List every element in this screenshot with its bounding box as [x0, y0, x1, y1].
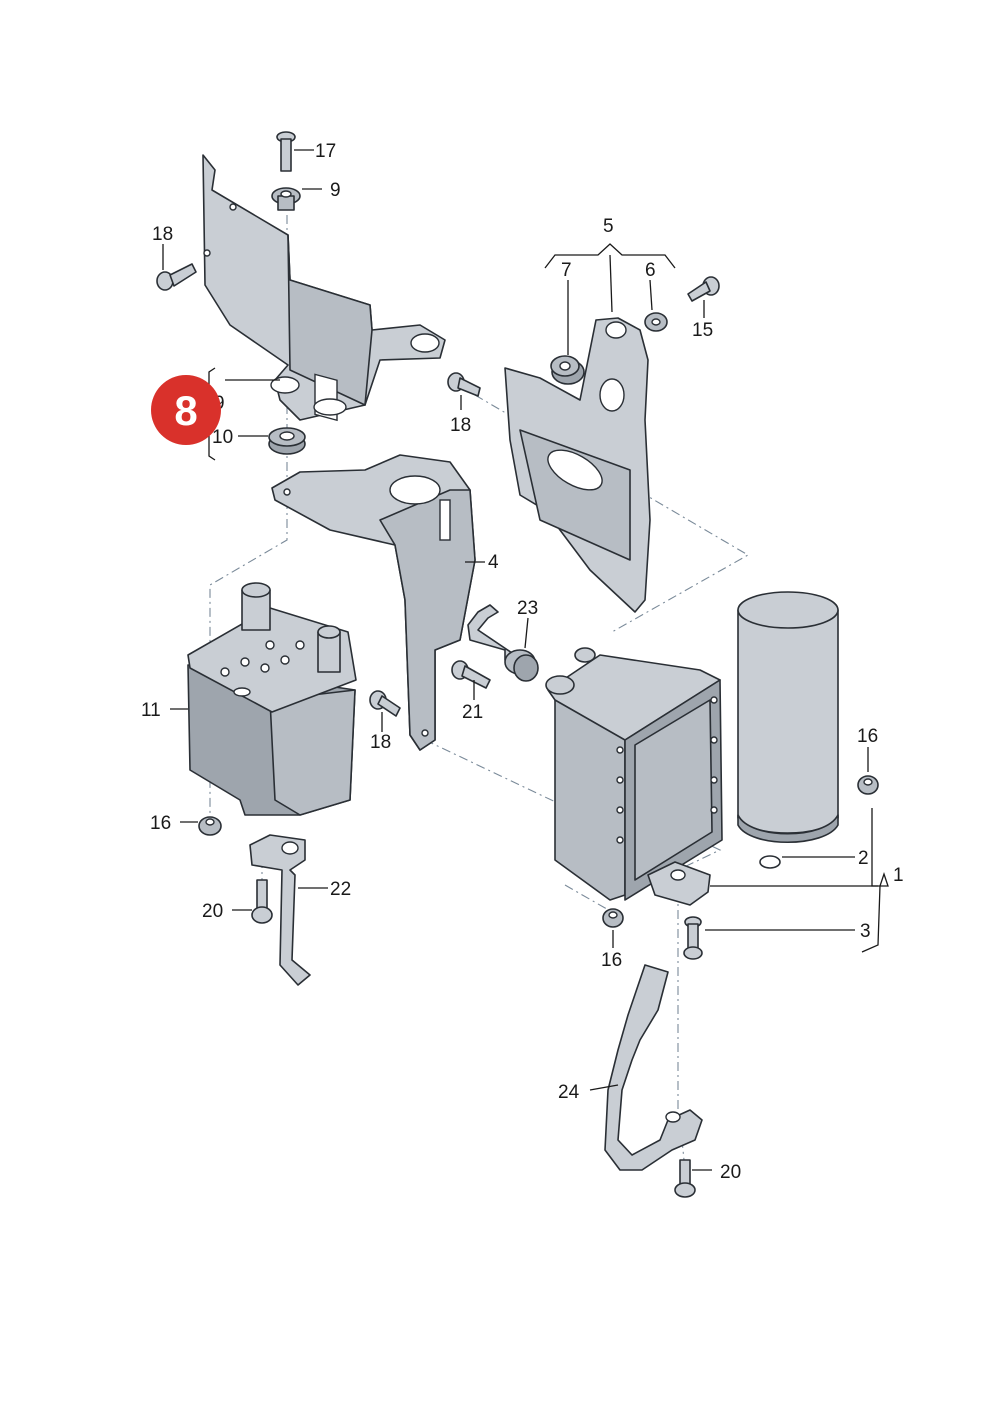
- label-4: 4: [488, 552, 499, 573]
- label-21: 21: [462, 702, 483, 723]
- label-16-left: 16: [150, 813, 171, 834]
- pipe-22: [249, 834, 311, 986]
- bushing-10: [268, 427, 306, 455]
- label-16-right: 16: [857, 726, 878, 747]
- label-24: 24: [558, 1082, 580, 1103]
- label-2: 2: [858, 848, 869, 869]
- label-7: 7: [561, 260, 572, 281]
- bolt-21: [451, 660, 491, 689]
- callout-labels: 17 9 18 9 10 5 7 6 15 18 4 23 21 18 11 1…: [141, 141, 904, 1183]
- upper-bracket: [202, 154, 446, 422]
- badge-number: 8: [174, 387, 197, 434]
- nut-16-bottom: [602, 908, 624, 928]
- label-18-bracket: 18: [370, 732, 391, 753]
- nut-16-right: [857, 775, 879, 795]
- washer-6: [644, 312, 668, 332]
- label-20-right: 20: [720, 1162, 741, 1183]
- label-18-left: 18: [152, 224, 173, 245]
- label-1: 1: [893, 865, 904, 886]
- label-6: 6: [645, 260, 656, 281]
- label-17: 17: [315, 141, 336, 162]
- bolt-17: [276, 131, 296, 172]
- leader-lines: [162, 149, 889, 1171]
- label-10: 10: [212, 427, 233, 448]
- nut-16-left: [198, 816, 222, 836]
- label-15: 15: [692, 320, 713, 341]
- bolt-20-left: [251, 879, 273, 924]
- bolt-15: [687, 276, 720, 302]
- pipe-24: [604, 964, 703, 1171]
- label-20-left: 20: [202, 901, 223, 922]
- bolt-18-bracket: [369, 690, 401, 717]
- label-9-top: 9: [330, 180, 341, 201]
- oring-2: [759, 855, 781, 869]
- bolt-3: [683, 916, 703, 960]
- step-badge: 8: [151, 375, 221, 445]
- cooler-11: [187, 582, 357, 816]
- cooler-1: [545, 647, 723, 906]
- label-23: 23: [517, 598, 538, 619]
- label-18-mid: 18: [450, 415, 471, 436]
- bolt-18-left: [156, 263, 197, 291]
- pipe-23: [467, 604, 539, 682]
- bolt-18-mid: [447, 372, 481, 397]
- label-16-bottom: 16: [601, 950, 622, 971]
- label-5: 5: [603, 216, 614, 237]
- washer-9-top: [271, 187, 301, 211]
- heat-shield-5: [504, 317, 651, 613]
- bracket-4: [271, 454, 476, 751]
- label-3: 3: [860, 921, 871, 942]
- bolt-20-right: [674, 1159, 696, 1198]
- label-22: 22: [330, 879, 351, 900]
- filter-canister: [737, 591, 839, 844]
- label-11: 11: [141, 700, 161, 721]
- grommet-7: [550, 355, 585, 385]
